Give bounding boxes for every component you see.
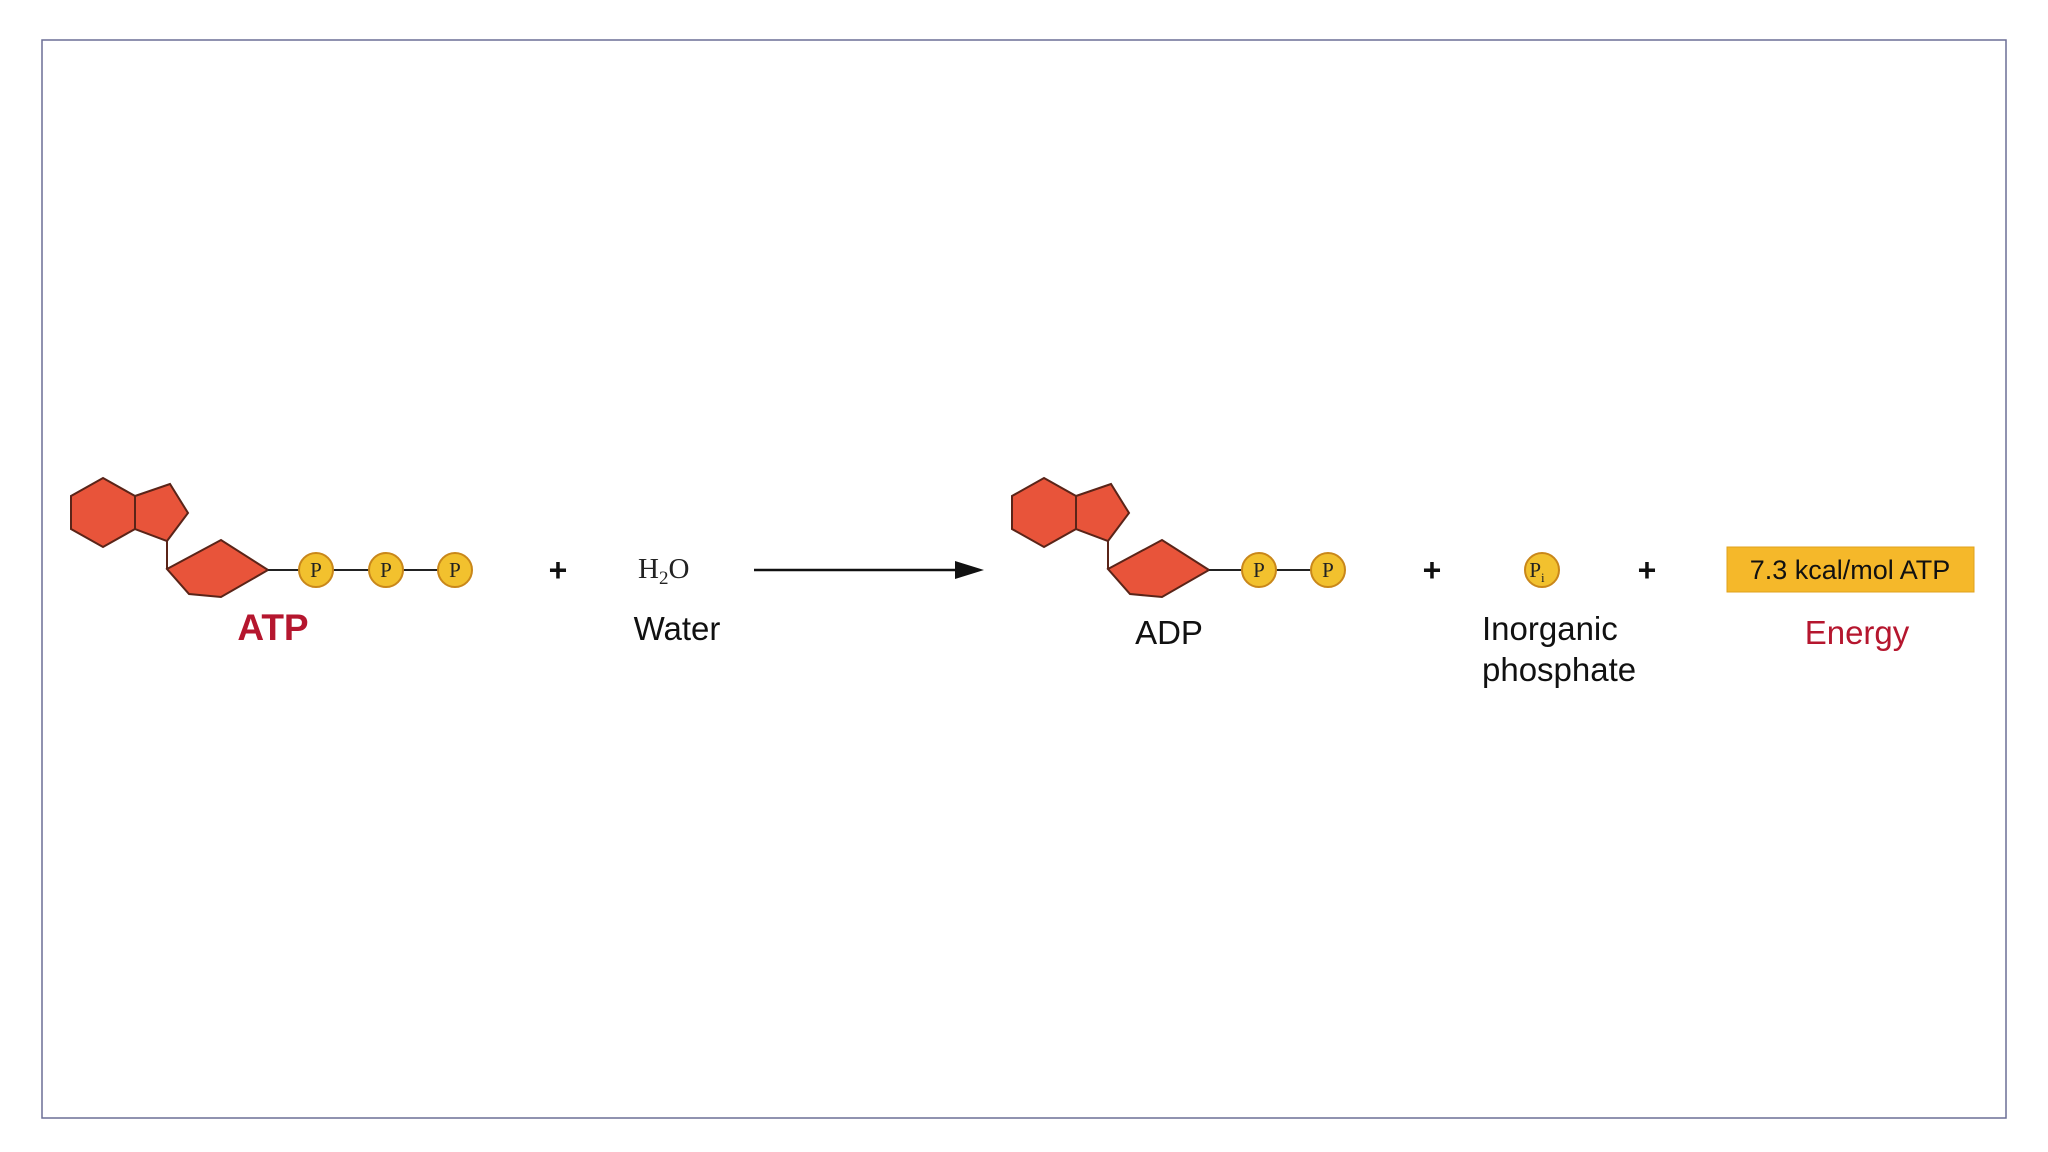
- inorganic-phosphate: Pi Inorganic phosphate: [1482, 552, 1636, 688]
- energy-value: 7.3 kcal/mol ATP: [1750, 555, 1951, 585]
- water-formula: H2O: [638, 553, 689, 589]
- inorganic-phosphate-p: P: [1529, 558, 1541, 582]
- adp-phosphate-2-label: P: [1322, 558, 1334, 582]
- atp-adenine-pentagon: [134, 482, 190, 543]
- energy-value-box: [1726, 546, 1975, 593]
- water-formula-h: H: [638, 553, 659, 585]
- adp-phosphate-2: P: [1310, 552, 1346, 588]
- inorganic-phosphate-label-line2: phosphate: [1482, 651, 1636, 688]
- energy: 7.3 kcal/mol ATP Energy: [1726, 546, 1975, 651]
- water-label: Water: [634, 610, 721, 647]
- atp-phosphate-3-label: P: [449, 558, 461, 582]
- atp-label: ATP: [237, 607, 308, 648]
- inorganic-phosphate-label-line1: Inorganic: [1482, 610, 1618, 647]
- water-formula-o: O: [668, 553, 689, 585]
- adp-molecule: P P ADP: [1011, 476, 1346, 651]
- atp-phosphate-3: P: [437, 552, 473, 588]
- energy-label: Energy: [1805, 614, 1910, 651]
- water-formula-subscript: 2: [659, 568, 669, 589]
- reaction-arrow: [754, 561, 984, 579]
- adp-phosphate-1-label: P: [1253, 558, 1265, 582]
- adp-phosphate-1: P: [1241, 552, 1277, 588]
- inorganic-phosphate-symbol: Pi: [1529, 558, 1545, 585]
- adp-adenine-pentagon: [1075, 482, 1131, 543]
- plus-sign-2: +: [1423, 552, 1442, 588]
- diagram-border: [41, 39, 2007, 1119]
- inorganic-phosphate-subscript: i: [1541, 570, 1545, 585]
- adp-label: ADP: [1135, 614, 1203, 651]
- atp-phosphate-2: P: [368, 552, 404, 588]
- atp-phosphate-1: P: [298, 552, 334, 588]
- adp-ribose-pentagon: [1106, 538, 1211, 599]
- atp-ribose-pentagon: [165, 538, 270, 599]
- plus-sign-3: +: [1638, 552, 1657, 588]
- inorganic-phosphate-circle: [1524, 552, 1560, 588]
- plus-sign-1: +: [549, 552, 568, 588]
- atp-phosphate-1-label: P: [310, 558, 322, 582]
- water: H2O Water: [634, 553, 721, 647]
- atp-molecule: P P P ATP: [70, 476, 473, 648]
- atp-phosphate-2-label: P: [380, 558, 392, 582]
